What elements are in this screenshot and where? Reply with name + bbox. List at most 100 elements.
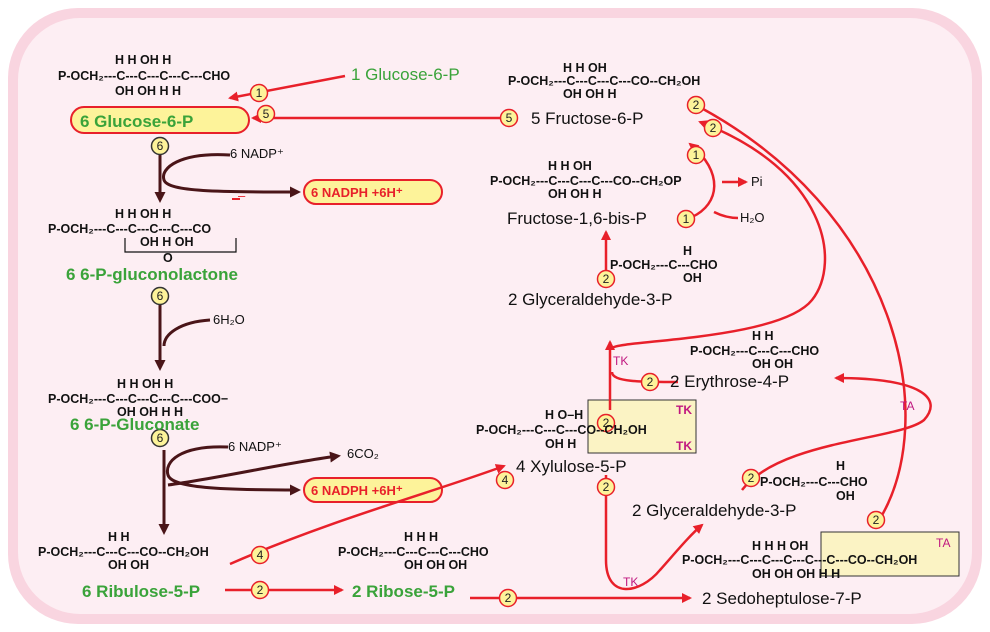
gluconate-bottom: OH OH H H (117, 405, 183, 419)
f16bp-bottom: OH OH H (548, 187, 601, 201)
arrow-co2-out (167, 451, 341, 487)
label-nadp-1: 6 NADP⁺ (230, 146, 284, 161)
arrow-water-in (162, 318, 211, 347)
label-glucose6p-main: 6 Glucose-6-P (80, 112, 193, 131)
s7p-structure: P-OCH₂---C---C---C---C---C---CO--CH₂OH (682, 553, 917, 567)
step-number: 2 (257, 583, 264, 597)
label-sedoheptulose7p: 2 Sedoheptulose-7-P (702, 589, 862, 608)
step-number: 2 (710, 121, 717, 135)
f6p-top: H H OH (563, 61, 607, 75)
lactone-top: H H OH H (115, 207, 171, 221)
inner-background (18, 18, 972, 614)
label-gluconate: 6 6-P-Gluconate (70, 415, 199, 434)
label-pi: Pi (751, 174, 763, 189)
step-number: 4 (257, 548, 264, 562)
step-number: 2 (647, 375, 654, 389)
label-water-6: 6H₂O (213, 312, 245, 327)
ga3p2-bottom: OH (836, 489, 855, 503)
g6p-bottom: OH OH H H (115, 84, 181, 98)
e4p-top: H H (752, 329, 774, 343)
ga3p-structure: P-OCH₂---C---CHO (610, 258, 718, 272)
enzyme-tk-box-top: TK (676, 403, 692, 417)
gluconate-top: H H OH H (117, 377, 173, 391)
g6p-structure: P-OCH₂---C---C---C---C---CHO (58, 69, 230, 83)
f6p-bottom: OH OH H (563, 87, 616, 101)
label-gluconolactone: 6 6-P-gluconolactone (66, 265, 238, 284)
e4p-structure: P-OCH₂---C---C---CHO (690, 344, 819, 358)
lactone-ring-bond (124, 238, 237, 253)
step-number: 2 (603, 416, 610, 430)
arrow-water-in-f16 (713, 210, 739, 220)
step-number: 4 (502, 473, 509, 487)
label-nadph-2: 6 NADPH +6H⁺ (311, 483, 403, 498)
enzyme-ta-1: TA (900, 399, 914, 413)
nadph-box-1 (303, 179, 443, 205)
glucose6p-highlight (70, 106, 250, 134)
g6p-top: H H OH H (115, 53, 171, 67)
step-number: 2 (603, 272, 610, 286)
f6p-structure: P-OCH₂---C---C---C---CO--CH₂OH (508, 74, 700, 88)
label-ga3p-bottom: 2 Glyceraldehyde-3-P (632, 501, 796, 520)
lactone-structure: P-OCH₂---C---C---C---C---CO (48, 222, 211, 236)
arrow-nadp-to-nadph-1 (162, 153, 301, 198)
f16bp-top: H H OH (548, 159, 592, 173)
sedoheptulose-ta-box (820, 531, 960, 577)
step-number: 6 (157, 139, 164, 153)
minus-mark (232, 198, 240, 200)
label-fructose6p: 5 Fructose-6-P (531, 109, 643, 128)
arrow-ga3p-to-e4p (741, 373, 932, 491)
structures: H H OH H P-OCH₂---C---C---C---C---CHO OH… (38, 53, 917, 581)
arrow-xu5p-tk-ga3p (604, 475, 704, 591)
s7p-bottom: OH OH OH H H (752, 567, 840, 581)
label-ribulose5p: 6 Ribulose-5-P (82, 582, 200, 601)
enzyme-ta-box: TA (936, 536, 950, 550)
ga3p2-top: H (836, 459, 845, 473)
ru5p-structure: P-OCH₂---C---C---CO--CH₂OH (38, 545, 209, 559)
arrow-s7p-to-f6p (688, 100, 907, 523)
step-number: 6 (157, 431, 164, 445)
ga3p2-structure: P-OCH₂---C---CHO (760, 475, 868, 489)
r5p-structure: P-OCH₂---C---C---C---CHO (338, 545, 489, 559)
enzyme-tk-box-bottom: TK (676, 439, 692, 453)
label-water: H₂O (740, 210, 765, 225)
xu5p-structure: P-OCH₂---C---C---CO--CH₂OH (476, 423, 647, 437)
label-xylulose5p: 4 Xylulose-5-P (516, 457, 627, 476)
label-erythrose4p: 2 Erythrose-4-P (670, 372, 789, 391)
arrow-input-g6p (228, 74, 346, 102)
xu5p-bottom: OH H (545, 437, 576, 451)
label-nadph-1: 6 NADPH +6H⁺ (311, 185, 403, 200)
e4p-bottom: OH OH (752, 357, 793, 371)
label-fructose16bisp: Fructose-1,6-bis-P (507, 209, 647, 228)
label-co2: 6CO₂ (347, 446, 379, 461)
label-ga3p-top: 2 Glyceraldehyde-3-P (508, 290, 672, 309)
step-number: 5 (263, 107, 270, 121)
step-number: 5 (506, 111, 513, 125)
enzyme-tk-2: TK (623, 575, 638, 589)
ru5p-bottom: OH OH (108, 558, 149, 572)
f16bp-structure: P-OCH₂---C---C---C---CO--CH₂OP (490, 174, 682, 188)
step-number: 2 (505, 591, 512, 605)
ru5p-top: H H (108, 530, 130, 544)
arrow-ru5p-to-xu5p (229, 464, 506, 566)
gluconate-structure: P-OCH₂---C---C---C---C---COO− (48, 392, 228, 406)
step-number: 1 (256, 86, 263, 100)
nadph-box-2 (303, 477, 443, 503)
s7p-top: H H H OH (752, 539, 808, 553)
label-ribose5p: 2 Ribose-5-P (352, 582, 455, 601)
step-number: 1 (683, 212, 690, 226)
label-minus: – (238, 188, 246, 203)
arrow-tk-to-e4p (610, 371, 679, 384)
step-circles (150, 83, 886, 608)
step-number: 2 (873, 513, 880, 527)
step-number: 6 (157, 289, 164, 303)
r5p-bottom: OH OH OH (404, 558, 467, 572)
step-number: 2 (748, 471, 755, 485)
ga3p-top: H (683, 244, 692, 258)
r5p-top: H H H (404, 530, 438, 544)
arrow-tk-to-f6p (611, 120, 827, 350)
arrow-nadp-to-nadph-2 (165, 445, 301, 496)
step-number: 1 (693, 148, 700, 162)
xu5p-top: H O–H (545, 408, 583, 422)
